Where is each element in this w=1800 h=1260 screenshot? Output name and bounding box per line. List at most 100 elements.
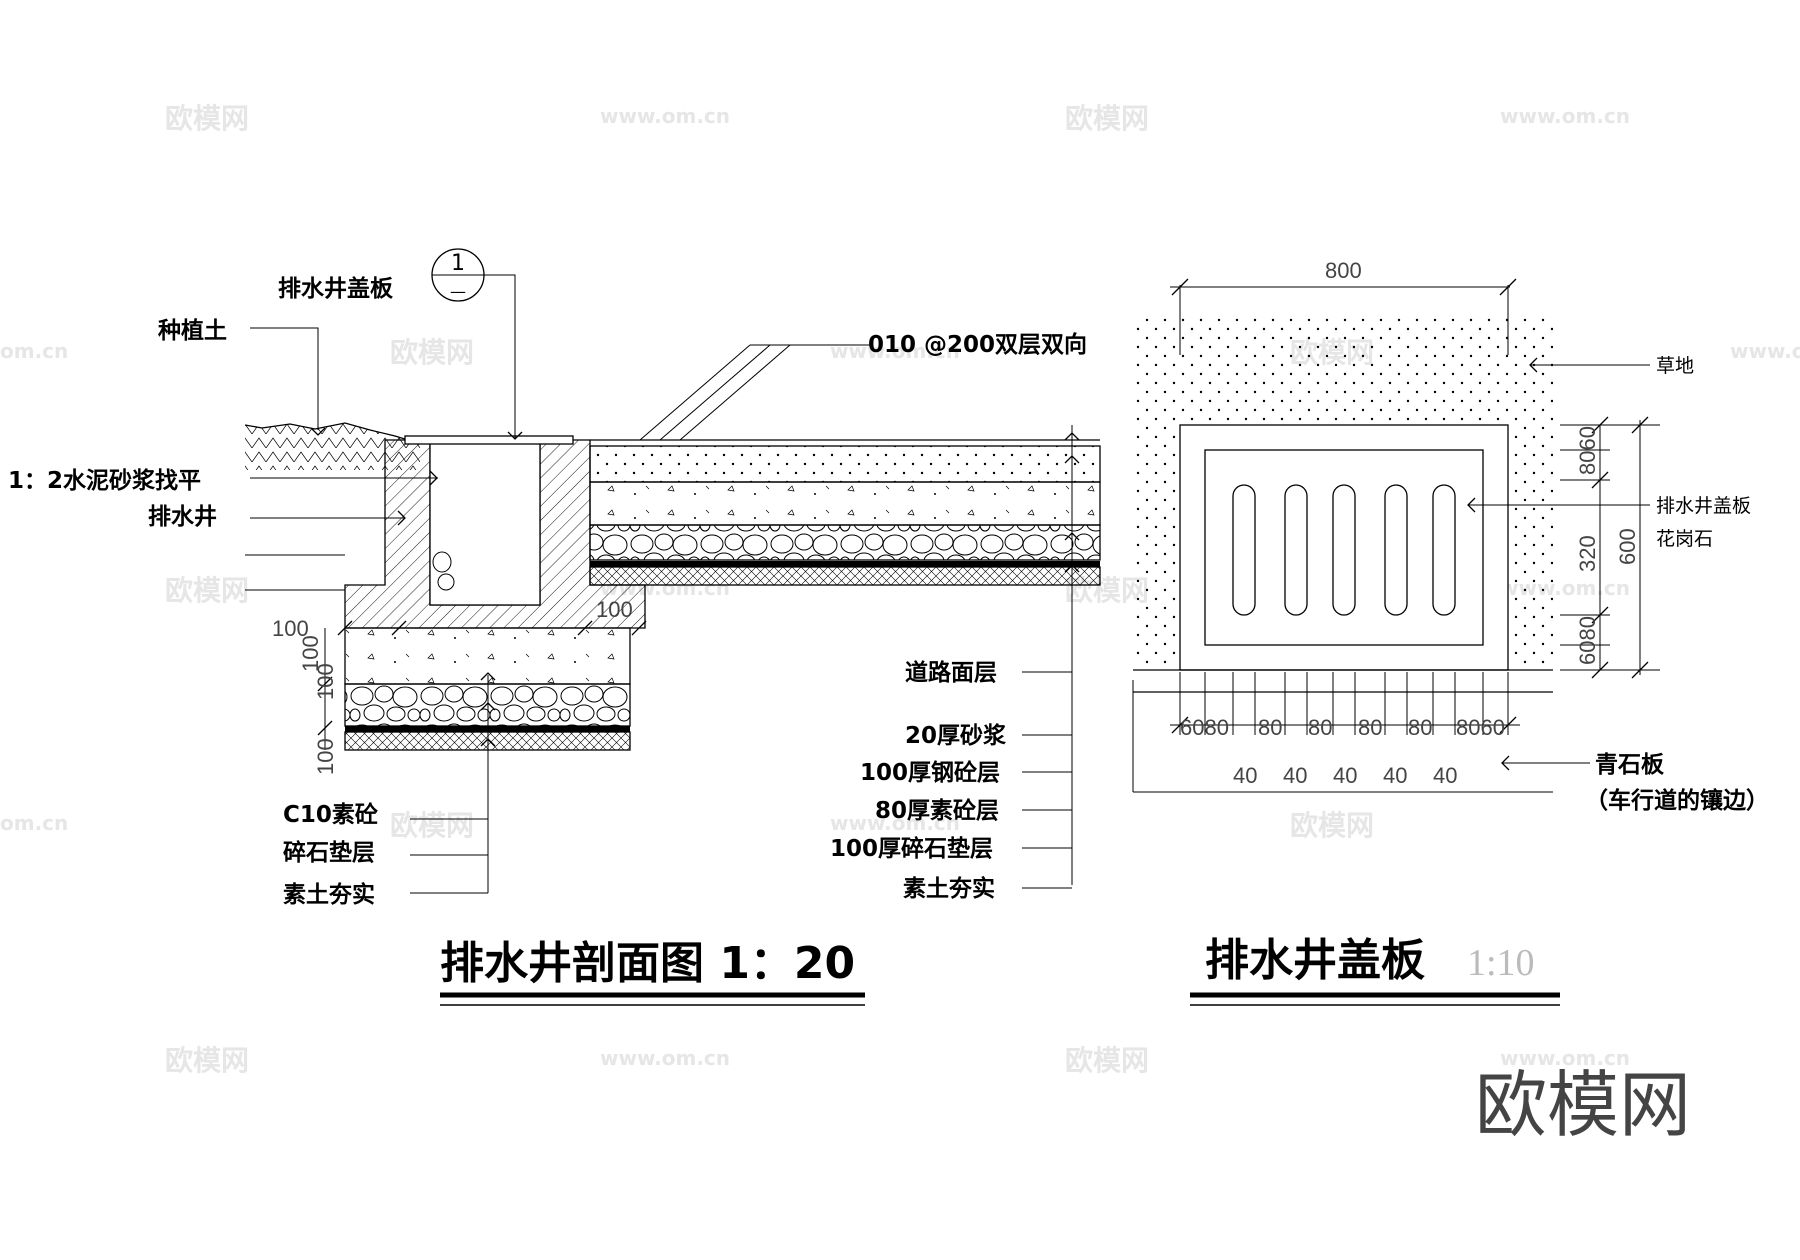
label-gravel-bed: 碎石垫层 bbox=[283, 839, 375, 866]
dim-text-b8060: 8060 bbox=[1456, 715, 1505, 740]
dim-text-b80c: 80 bbox=[1358, 715, 1382, 740]
rc-100-layer bbox=[589, 481, 1101, 526]
label-grass: 草地 bbox=[1656, 355, 1694, 377]
road-surface-layer bbox=[589, 445, 1101, 483]
label-rc100: 100厚钢砼层 bbox=[860, 760, 1000, 786]
watermark-url: www.om.cn bbox=[830, 811, 960, 835]
dim-text-b40a: 40 bbox=[1233, 763, 1257, 788]
layer-ticks bbox=[1064, 432, 1080, 573]
watermark-url: www.om.cn bbox=[1500, 104, 1630, 128]
dim-text-right-100: 100 bbox=[596, 597, 633, 622]
dim-text-800: 800 bbox=[1325, 258, 1362, 283]
dim-text-b40b: 40 bbox=[1283, 763, 1307, 788]
label-mortar20: 20厚砂浆 bbox=[905, 722, 1006, 749]
watermark-url: www.om.cn bbox=[600, 104, 730, 128]
label-compacted-right: 素土夯实 bbox=[903, 875, 995, 902]
watermark-brand: 欧模网 bbox=[390, 809, 474, 842]
detail-marker-sub: — bbox=[450, 282, 466, 301]
watermark-brand: 欧模网 bbox=[390, 336, 474, 369]
label-granite: 花岗石 bbox=[1656, 528, 1713, 550]
dim-text-b40e: 40 bbox=[1433, 763, 1457, 788]
drain-slot bbox=[1432, 484, 1456, 616]
well-chamber bbox=[429, 439, 541, 606]
dim-text-v100c: 100 bbox=[313, 738, 338, 775]
dim-bottom-ticks bbox=[1171, 716, 1517, 734]
soil-leader bbox=[250, 327, 319, 430]
cover-plan: 800 8060 320 6080 600 6080 80 80 80 80 8… bbox=[1132, 258, 1769, 1006]
label-bluestone-note: （车行道的镶边） bbox=[1585, 787, 1769, 814]
detail-marker-number: 1 bbox=[451, 251, 465, 276]
dim-ticks bbox=[337, 620, 407, 636]
watermark-brand: 欧模网 bbox=[1065, 1044, 1149, 1077]
dim-text-b40c: 40 bbox=[1333, 763, 1357, 788]
drain-slot bbox=[1232, 484, 1256, 616]
dim-text-b6080: 6080 bbox=[1180, 715, 1229, 740]
label-bluestone: 青石板 bbox=[1595, 752, 1665, 778]
watermark-url: www.om.cn bbox=[600, 1046, 730, 1070]
section-title: 排水井剖面图 1：20 bbox=[440, 938, 855, 989]
label-plain80: 80厚素砼层 bbox=[875, 797, 999, 824]
lower-leaders bbox=[410, 854, 488, 894]
watermark-brand: 欧模网 bbox=[165, 574, 249, 607]
watermark-url: www.om.cn bbox=[1500, 1046, 1630, 1070]
dim-ticks bbox=[577, 620, 647, 636]
well-arrow bbox=[397, 510, 406, 526]
dim-bottom-ext bbox=[1179, 672, 1509, 735]
rebar-leader bbox=[639, 344, 791, 441]
watermark-brand: 欧模网 bbox=[1290, 809, 1374, 842]
planting-soil-fill bbox=[245, 423, 420, 470]
label-planting-soil: 种植土 bbox=[157, 317, 227, 344]
dim-text-600: 600 bbox=[1615, 528, 1640, 565]
dim-right-ticks bbox=[1591, 416, 1649, 679]
pebble bbox=[437, 573, 455, 591]
drain-slot bbox=[1384, 484, 1408, 616]
label-cover-plan: 排水井盖板 bbox=[1656, 495, 1751, 517]
mortar-arrow bbox=[429, 470, 438, 486]
dim-text-left-100: 100 bbox=[272, 616, 309, 641]
gravel-100-layer bbox=[589, 524, 1101, 561]
watermark-url: om.cn bbox=[0, 339, 68, 363]
plan-title: 排水井盖板 bbox=[1205, 935, 1425, 986]
layer-leaders bbox=[1022, 671, 1072, 889]
grass-arrow bbox=[1529, 357, 1538, 373]
watermark-url: www.om. bbox=[1730, 339, 1800, 363]
cover-leader bbox=[484, 274, 516, 438]
watermark-url: om.cn bbox=[0, 811, 68, 835]
dim-text-b80d: 80 bbox=[1408, 715, 1432, 740]
dim-text-b80a: 80 bbox=[1258, 715, 1282, 740]
label-well: 排水井 bbox=[148, 504, 217, 530]
dim-text-v100a: 100 bbox=[298, 635, 323, 672]
label-mortar-level: 1：2水泥砂浆找平 bbox=[8, 467, 201, 494]
section-drawing: 1 — 排水井盖板 种植土 010 @200双层双向 1：2水泥砂浆找平 排水井… bbox=[8, 248, 1101, 1006]
cover-arrow bbox=[507, 431, 523, 440]
dim-text-v100b: 100 bbox=[313, 663, 338, 700]
c10-concrete-base bbox=[344, 627, 631, 685]
label-compacted-left: 素土夯实 bbox=[283, 881, 375, 908]
pebble bbox=[432, 551, 452, 573]
drain-slot bbox=[1284, 484, 1308, 616]
extra-leaders bbox=[245, 554, 345, 591]
label-gravel100: 100厚碎石垫层 bbox=[830, 835, 993, 862]
dim-text-b40d: 40 bbox=[1383, 763, 1407, 788]
dim-text-b80b: 80 bbox=[1308, 715, 1332, 740]
dim-right-ext bbox=[1560, 424, 1660, 671]
label-c10: C10素砼 bbox=[283, 801, 378, 828]
soil-surface-line bbox=[244, 422, 565, 441]
watermark-brand: 欧模网 bbox=[165, 102, 249, 135]
label-road-surface: 道路面层 bbox=[905, 659, 997, 686]
dim-top-ticks bbox=[1171, 278, 1517, 296]
cover-slab bbox=[404, 435, 574, 445]
watermark-brand: 欧模网 bbox=[165, 1044, 249, 1077]
dim-text-320: 320 bbox=[1575, 535, 1600, 572]
cover-plan-arrow bbox=[1467, 497, 1476, 513]
watermark-brand-large: 欧模网 bbox=[1475, 1063, 1691, 1147]
dim-text-8060: 8060 bbox=[1575, 426, 1600, 475]
watermark-brand: 欧模网 bbox=[1065, 102, 1149, 135]
cover-plate bbox=[1204, 449, 1484, 646]
bluestone-arrow bbox=[1501, 755, 1510, 771]
drain-slot bbox=[1332, 484, 1356, 616]
compacted-soil-right bbox=[589, 566, 1101, 586]
dim-ticks bbox=[317, 676, 333, 736]
